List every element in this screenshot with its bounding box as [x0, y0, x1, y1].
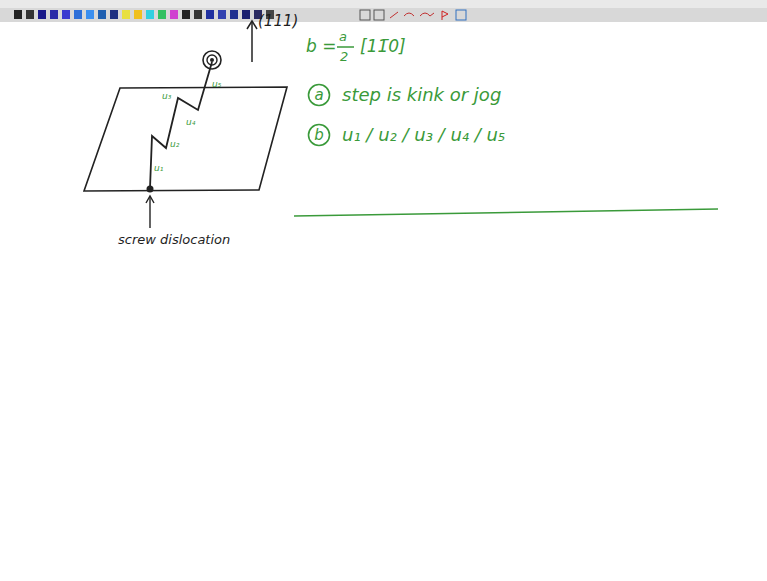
segment-label: u₃	[162, 92, 171, 101]
segment-label: u₁	[154, 164, 163, 173]
segment-label: u₂	[170, 140, 179, 149]
tool-icons	[360, 10, 466, 20]
item-letter: a	[307, 88, 331, 103]
note-text: u₁ / u₂ / u₃ / u₄ / u₅	[342, 126, 505, 144]
annotation-text: screw dislocation	[118, 233, 230, 246]
fraction-denominator: 2	[340, 50, 348, 63]
separator-line	[294, 209, 718, 216]
circled-letter: a	[307, 83, 331, 107]
dislocation-line	[150, 62, 212, 188]
segment-label: u₅	[212, 80, 221, 89]
note-text: step is kink or jog	[342, 86, 501, 104]
circled-letter: b	[307, 123, 331, 147]
tool-bar	[0, 8, 767, 22]
dislocation-end	[203, 51, 221, 69]
leader-arrow	[146, 196, 154, 228]
segment-label: u₄	[186, 118, 195, 127]
plane-index: (111)	[258, 14, 298, 29]
fraction-bar	[337, 46, 354, 48]
menu-bar	[0, 0, 767, 8]
item-letter: b	[307, 128, 331, 143]
burgers-direction: [11̄0]	[360, 38, 406, 55]
dislocation-point	[147, 186, 154, 193]
burgers-symbol: b =	[306, 38, 336, 55]
color-palette	[14, 10, 274, 19]
normal-arrow	[247, 21, 257, 62]
fraction-numerator: a	[339, 30, 347, 43]
